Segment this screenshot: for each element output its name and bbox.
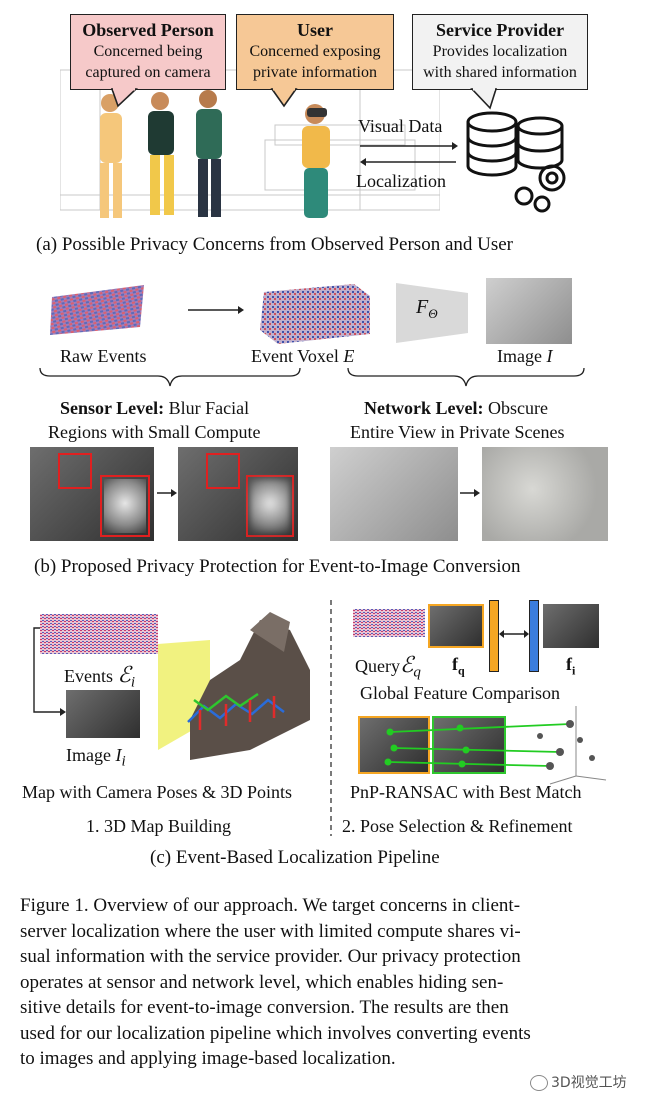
- events-label: Events ℰi: [64, 662, 135, 691]
- figure-caption-line7: to images and applying image-based local…: [20, 1048, 396, 1069]
- service-provider-desc-line1: Provides localization: [432, 43, 568, 60]
- image-i-label: Image Ii: [66, 745, 126, 770]
- observed-person-title: Observed Person: [82, 20, 214, 40]
- blurred-face-zoom-box: [246, 475, 294, 537]
- database-image: [543, 604, 599, 648]
- sensor-arrow: [157, 489, 177, 497]
- figure-caption: Figure 1. Overview of our approach. We t…: [20, 893, 640, 1072]
- blurred-face-region-box: [206, 453, 240, 489]
- 3d-map-point-cloud: [158, 612, 310, 760]
- user-desc-line1: Concerned exposing: [249, 43, 381, 60]
- figure-caption-line3: sual information with the service provid…: [20, 946, 521, 967]
- figure-caption-line6: used for our localization pipeline which…: [20, 1022, 531, 1044]
- service-provider-desc-line2: with shared information: [423, 64, 577, 81]
- reconstructed-image-thumbnail: [486, 278, 572, 344]
- events-strip: [40, 614, 158, 654]
- network-block: [396, 283, 468, 343]
- service-provider-bubble: Service Provider Provides localization w…: [412, 14, 588, 90]
- panel-c-divider: [330, 600, 332, 836]
- user-with-headset-illustration: [302, 104, 330, 218]
- observed-person-desc-line2: captured on camera: [85, 64, 211, 81]
- image-label: Image I: [497, 346, 553, 366]
- service-provider-title: Service Provider: [435, 20, 565, 40]
- user-bubble-tail: [270, 88, 298, 108]
- observed-people-illustration: [100, 90, 222, 218]
- figure-caption-line5: sitive details for event-to-image conver…: [20, 997, 509, 1018]
- user-bubble: User Concerned exposing private informat…: [236, 14, 394, 90]
- figure-caption-line2: server localization where the user with …: [20, 920, 521, 942]
- user-desc-line2: private information: [253, 64, 377, 81]
- network-level-line2: Entire View in Private Scenes: [350, 422, 565, 442]
- sensor-blurred-image: [178, 447, 298, 541]
- network-arrow: [460, 489, 480, 497]
- figure-caption-line1: Figure 1. Overview of our approach. We t…: [20, 895, 521, 916]
- watermark: 3D视觉工坊: [530, 1072, 627, 1092]
- observed-person-bubble: Observed Person Concerned being captured…: [70, 14, 226, 90]
- raw-to-voxel-arrow: [188, 306, 244, 314]
- database-server-icon: [466, 111, 566, 213]
- panel-a-caption: (a) Possible Privacy Concerns from Obser…: [36, 234, 514, 255]
- figure-caption-line4: operates at sensor and network level, wh…: [20, 971, 504, 993]
- face-region-box: [58, 453, 92, 489]
- network-level-line1: Network Level: Obscure: [364, 398, 548, 418]
- sensor-level-line1: Sensor Level: Blur Facial: [60, 398, 250, 418]
- data-flow-arrows: [360, 142, 458, 166]
- global-comparison-label: Global Feature Comparison: [360, 683, 560, 703]
- user-title: User: [297, 20, 333, 40]
- fi-label: fi: [566, 654, 576, 678]
- correspondence-lines: [384, 706, 607, 785]
- query-events-strip: [353, 609, 425, 637]
- event-voxel-label: Event Voxel E: [251, 346, 355, 366]
- sensor-input-image: [30, 447, 154, 541]
- step2-label: 2. Pose Selection & Refinement: [342, 816, 573, 836]
- raw-events-label: Raw Events: [60, 346, 147, 366]
- query-reconstructed-image: [428, 604, 484, 648]
- observed-person-bubble-tail: [110, 88, 139, 108]
- sensor-level-line2: Regions with Small Compute: [48, 422, 261, 442]
- visual-data-label: Visual Data: [358, 116, 443, 136]
- events-to-image-bracket: [33, 627, 66, 716]
- event-voxel-visual: [260, 284, 370, 344]
- network-obscured-image: [482, 447, 608, 541]
- panel-c-caption: (c) Event-Based Localization Pipeline: [150, 847, 440, 868]
- panel-b-caption: (b) Proposed Privacy Protection for Even…: [34, 556, 521, 577]
- map-image-thumbnail: [66, 690, 140, 738]
- grouping-braces: [39, 367, 585, 387]
- map-caption: Map with Camera Poses & 3D Points: [22, 782, 292, 802]
- pnp-label: PnP-RANSAC with Best Match: [350, 782, 582, 802]
- step1-label: 1. 3D Map Building: [86, 816, 232, 836]
- observed-person-desc-line1: Concerned being: [93, 43, 203, 60]
- service-provider-bubble-tail: [470, 88, 498, 110]
- network-symbol: FΘ: [416, 296, 438, 321]
- network-input-image: [330, 447, 458, 541]
- fq-label: fq: [452, 654, 465, 678]
- face-zoom-box: [100, 475, 150, 537]
- raw-events-visual: [50, 285, 144, 335]
- wechat-icon: [530, 1075, 548, 1091]
- localization-label: Localization: [356, 171, 446, 191]
- feature-comparison-arrow: [499, 630, 529, 638]
- query-label: Queryℰq: [355, 652, 421, 681]
- gear-icon: [514, 164, 566, 213]
